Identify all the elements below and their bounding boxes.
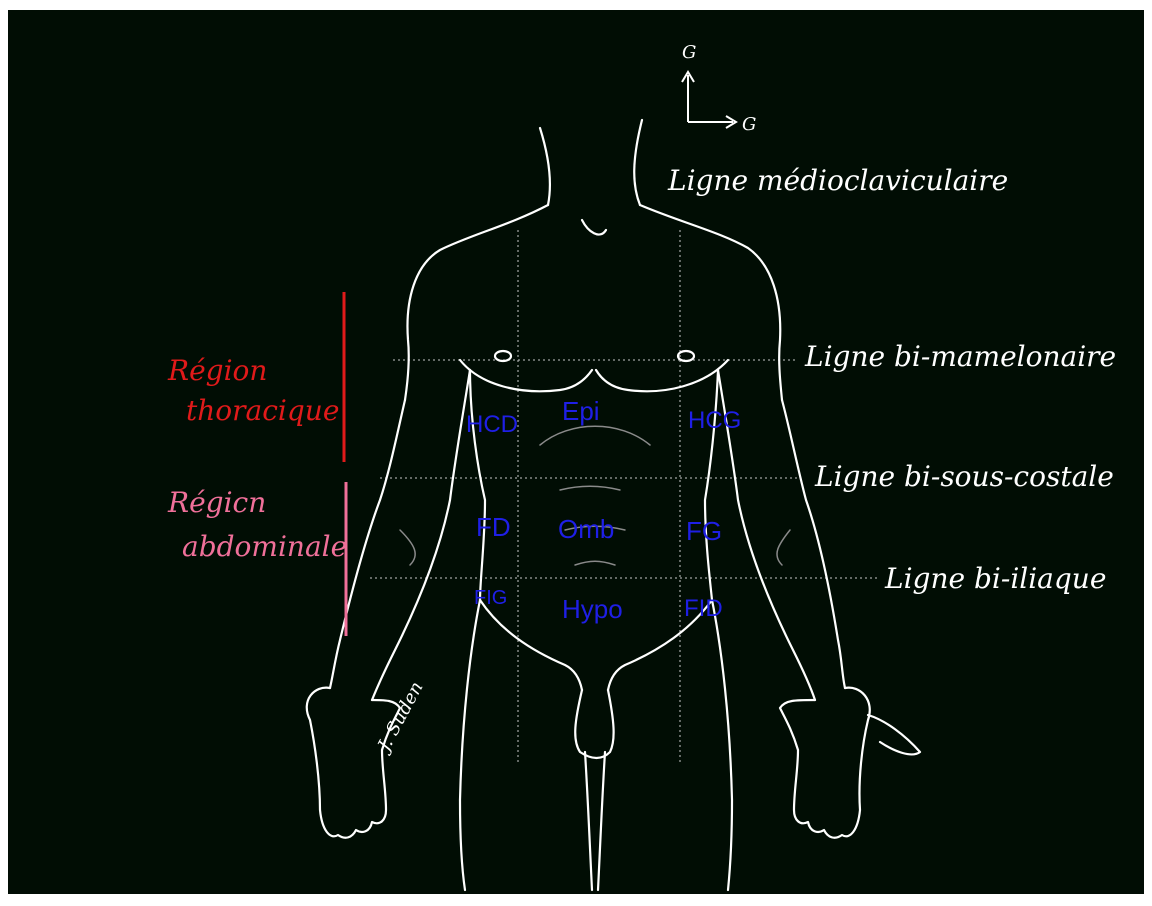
clavicle-notch xyxy=(582,220,606,235)
region-thoracique-line1: Région xyxy=(167,354,267,387)
quadrant-hcg: HCG xyxy=(688,407,741,434)
body-outline xyxy=(307,120,920,890)
leg-right-outer xyxy=(712,600,732,890)
quadrant-epi: Epi xyxy=(562,396,600,426)
region-abdominale-line2: abdominale xyxy=(182,530,347,563)
label-medioclaviculaire: Ligne médioclaviculaire xyxy=(667,164,1008,197)
label-bi-mamelonaire: Ligne bi-mamelonaire xyxy=(804,340,1116,373)
quadrant-hypo: Hypo xyxy=(562,594,623,624)
neck-right xyxy=(634,120,642,205)
leg-inner-left xyxy=(585,752,592,890)
signature: J. Suden xyxy=(372,678,428,758)
axis-right-label: G xyxy=(742,114,756,135)
pectoral-right xyxy=(596,360,728,391)
genital-outline xyxy=(575,690,613,758)
quadrant-fid: FID xyxy=(684,595,723,622)
hand-right xyxy=(780,688,870,838)
quadrant-fg: FG xyxy=(686,516,722,546)
axis-up-label: G xyxy=(682,42,696,63)
quadrant-omb: Omb xyxy=(558,514,614,544)
label-bi-iliaque: Ligne bi-iliaque xyxy=(884,562,1106,595)
axis-indicator xyxy=(682,72,736,128)
region-thoracique-line2: thoracique xyxy=(186,394,339,427)
label-bi-sous-costale: Ligne bi-sous-costale xyxy=(814,460,1114,493)
reference-lines xyxy=(370,230,880,765)
leg-inner-right xyxy=(598,752,605,890)
shoulder-left xyxy=(405,205,548,400)
arm-left-inner xyxy=(372,370,470,700)
leg-left-outer xyxy=(460,600,480,890)
quadrant-fig: FIG xyxy=(474,587,507,609)
hand-left xyxy=(307,688,400,838)
quadrant-fd: FD xyxy=(476,512,511,542)
neck-left xyxy=(540,128,550,205)
pectoral-left xyxy=(460,360,592,391)
region-abdominale-line1: Régicn xyxy=(167,486,266,519)
thumb-right xyxy=(868,715,920,754)
quadrant-hcd: HCD xyxy=(466,411,518,438)
torso-right-side xyxy=(705,370,718,600)
torso-left-side xyxy=(470,370,485,600)
shoulder-right xyxy=(640,205,782,400)
